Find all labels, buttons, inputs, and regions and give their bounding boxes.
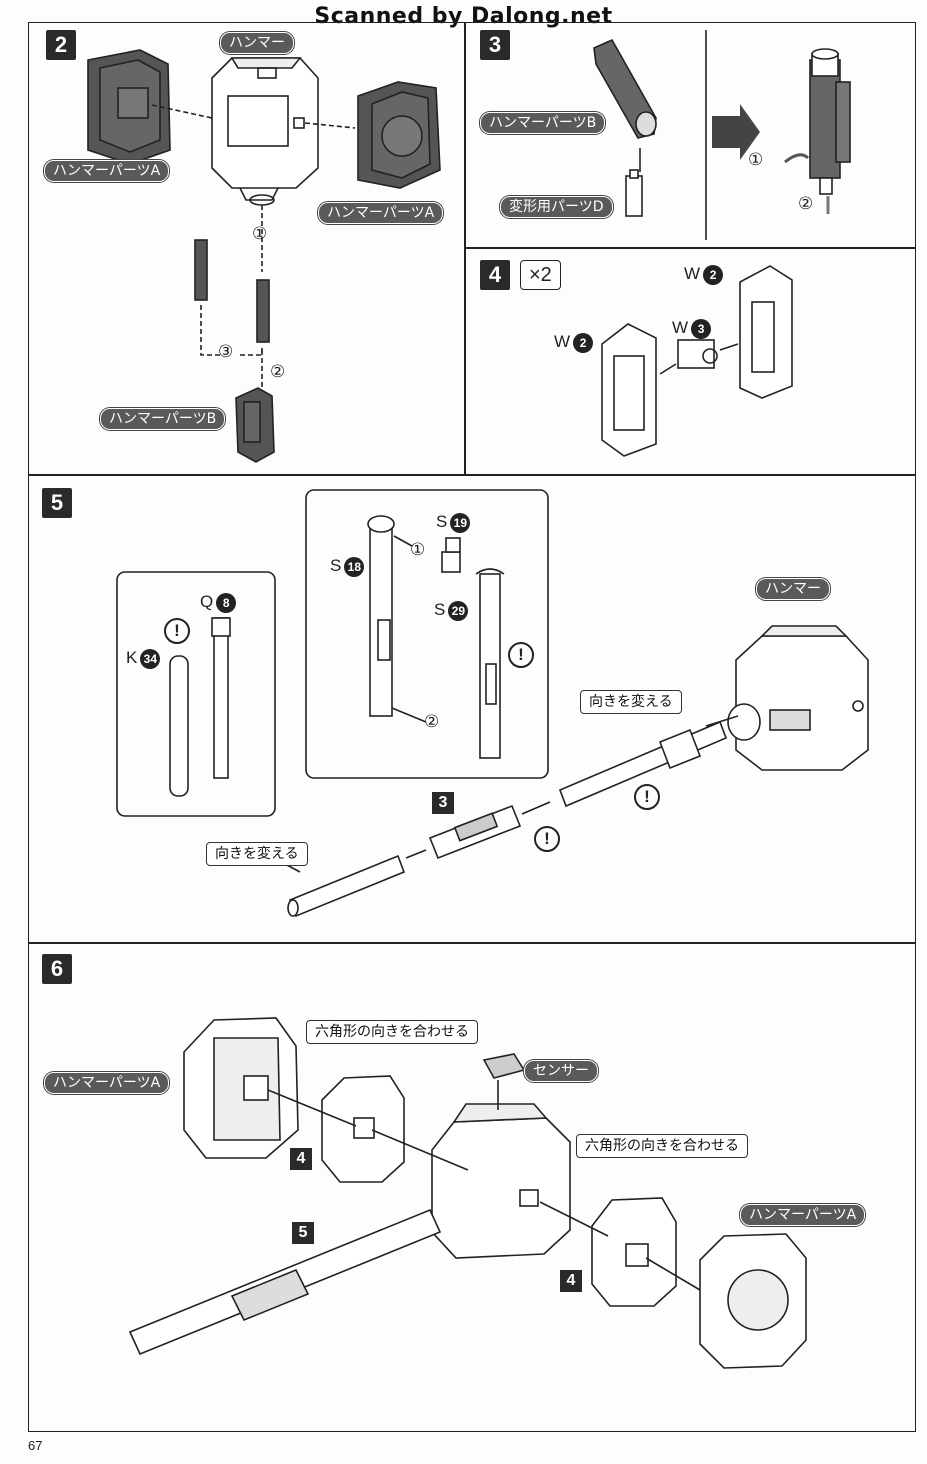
w2-left-bracket-drawing xyxy=(601,323,657,457)
watermark: Scanned by Dalong.net xyxy=(314,4,613,29)
step6-4-left-drawing xyxy=(321,1075,405,1183)
step2-circle-3: ③ xyxy=(218,342,234,361)
s29-part-drawing xyxy=(475,568,505,759)
step6-ref-4-right: 4 xyxy=(560,1270,582,1292)
s18-part-drawing xyxy=(367,515,395,717)
step6-ref-4-left: 4 xyxy=(290,1148,312,1170)
step5-panel xyxy=(28,474,916,944)
step5-ref-3: 3 xyxy=(432,792,454,814)
step2-part-a-right-label: ハンマーパーツA xyxy=(318,202,444,224)
step6-4-right-drawing xyxy=(591,1197,677,1307)
part-letter: W xyxy=(672,318,689,337)
hammer-part-a-right-drawing xyxy=(357,81,441,189)
step3-circle-1: ① xyxy=(748,150,764,169)
step5-long-rod-drawing xyxy=(287,854,406,918)
step6-part-a-left-label: ハンマーパーツA xyxy=(44,1072,170,1094)
step4-multiplier: ×2 xyxy=(520,260,561,290)
step6-sensor-drawing xyxy=(482,1053,526,1079)
part-number: 2 xyxy=(703,264,724,285)
step5-hammer-label: ハンマー xyxy=(756,578,830,600)
step5-circle-2: ② xyxy=(424,712,440,731)
caution-icon: ! xyxy=(174,621,180,640)
part-letter: S xyxy=(436,512,448,531)
caution-icon: ! xyxy=(518,645,524,664)
part-number: 2 xyxy=(573,332,594,353)
step5-shaft-drawing xyxy=(558,720,728,808)
hammer-part-a-left-drawing xyxy=(87,49,171,165)
step6-part-a-left-drawing xyxy=(183,1017,299,1159)
caution-icon: ! xyxy=(544,829,550,848)
step2-part-b-label: ハンマーパーツB xyxy=(100,408,226,430)
hammer-part-b-drawing xyxy=(235,387,275,463)
step3-part-b-drawing xyxy=(593,38,657,139)
step5-caution-3: ! xyxy=(634,784,660,810)
caution-icon: ! xyxy=(644,787,650,806)
step5-caution-4: ! xyxy=(534,826,560,852)
step3-part-d-label: 変形用パーツD xyxy=(500,196,613,218)
step6-hex-align-label-2: 六角形の向きを合わせる xyxy=(576,1134,748,1158)
step5-turn-label-2: 向きを変える xyxy=(206,842,308,866)
step3-number: 3 xyxy=(480,30,510,60)
step3-part-b-label: ハンマーパーツB xyxy=(480,112,606,134)
step6-number: 6 xyxy=(42,954,72,984)
part-letter: S xyxy=(330,556,342,575)
q8-rod-drawing xyxy=(211,617,231,779)
part-letter: W xyxy=(554,332,571,351)
step5-caution-1: ! xyxy=(164,618,190,644)
step2-circle-1: ① xyxy=(252,224,268,243)
step3-panel xyxy=(464,22,916,249)
w2-right-bracket-drawing xyxy=(739,265,793,399)
w3-joint-drawing xyxy=(677,339,718,369)
step5-hammer-drawing xyxy=(727,625,869,771)
step6-ref-5: 5 xyxy=(292,1222,314,1244)
step6-shaft-drawing xyxy=(128,1208,442,1356)
step5-circle-1: ① xyxy=(410,540,426,559)
step6-sensor-label: センサー xyxy=(524,1060,598,1082)
step6-panel xyxy=(28,942,916,1432)
step2-number: 2 xyxy=(46,30,76,60)
step4-number: 4 xyxy=(480,260,510,290)
step3-assembled-drawing xyxy=(809,48,851,195)
step2-panel xyxy=(28,22,466,476)
step4-panel xyxy=(464,247,916,476)
step3-circle-2: ② xyxy=(798,194,814,213)
step5-caution-2: ! xyxy=(508,642,534,668)
part-number: 34 xyxy=(140,648,161,669)
step5-turn-label-1: 向きを変える xyxy=(580,690,682,714)
page-number: 67 xyxy=(28,1438,43,1453)
step2-part-a-left-label: ハンマーパーツA xyxy=(44,160,170,182)
part-number: 29 xyxy=(448,600,469,621)
part-letter: K xyxy=(126,648,138,667)
step5-joint-drawing xyxy=(428,804,522,860)
part-letter: S xyxy=(434,600,446,619)
step6-hammer-drawing xyxy=(431,1103,571,1259)
s19-cube-drawing xyxy=(441,537,461,573)
step2-hammer-label: ハンマー xyxy=(220,32,294,54)
step6-part-a-right-drawing xyxy=(699,1233,807,1369)
hammer-block-drawing xyxy=(211,57,319,206)
part-number: 3 xyxy=(691,318,712,339)
part-number: 19 xyxy=(450,512,471,533)
k34-rod-drawing xyxy=(169,655,189,797)
step6-hex-align-label-1: 六角形の向きを合わせる xyxy=(306,1020,478,1044)
part-number: 18 xyxy=(344,556,365,577)
part-number: 8 xyxy=(216,592,237,613)
part-letter: W xyxy=(684,264,701,283)
step2-circle-2: ② xyxy=(270,362,286,381)
pin-drawings xyxy=(194,239,270,343)
step6-part-a-right-label: ハンマーパーツA xyxy=(740,1204,866,1226)
part-letter: Q xyxy=(200,592,214,611)
step5-number: 5 xyxy=(42,488,72,518)
